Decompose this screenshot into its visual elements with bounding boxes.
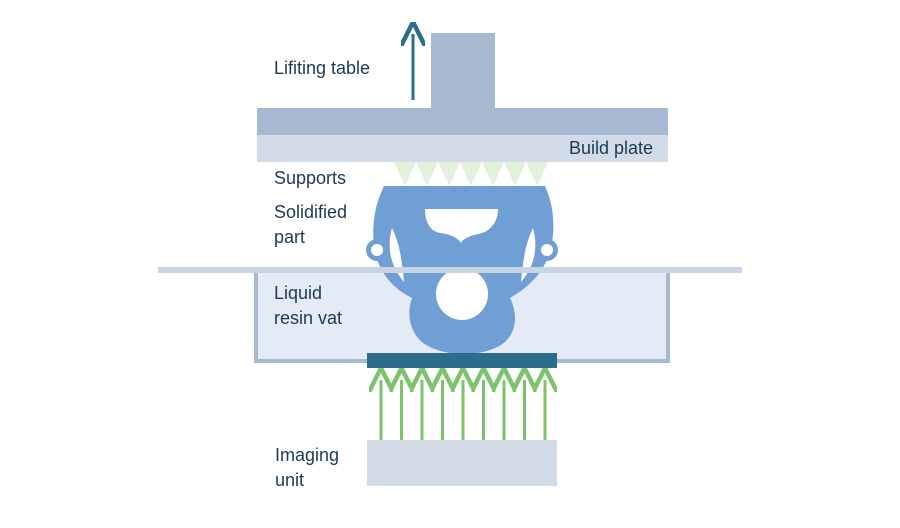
lifting-table-bar [257,108,668,135]
imaging-unit [367,440,557,486]
part-cutouts [371,209,553,320]
resin-surface-line [158,267,742,273]
part-top-window [425,209,498,243]
part-ring-hole [436,268,488,320]
supports [394,162,548,186]
support-tip [526,162,548,186]
support-tip [460,162,482,186]
vat-window [367,353,557,368]
right-knob-hole [541,244,553,256]
label-resin-vat-line1: Liquid [274,283,323,303]
support-tip [504,162,526,186]
label-imaging-unit: Imaging unit [275,443,339,493]
label-imaging-unit-line1: Imaging [275,445,340,465]
light-rays [381,380,545,440]
support-tip [394,162,416,186]
label-solidified-part-line1: Solidified [274,202,348,222]
support-tip [438,162,460,186]
label-solidified-part-line2: part [274,227,306,247]
label-resin-vat-line2: resin vat [274,308,343,328]
left-knob-hole [371,244,383,256]
label-build-plate: Build plate [569,138,654,158]
support-tip [482,162,504,186]
label-supports: Supports [274,168,347,188]
label-imaging-unit-line2: unit [275,470,305,490]
label-lifting-table: Lifiting table [274,58,371,78]
build-plate [257,135,668,162]
support-tip [416,162,438,186]
label-resin-vat: Liquid resin vat [274,281,342,331]
label-solidified-part: Solidified part [274,200,347,250]
lifting-table-stem [431,33,495,109]
